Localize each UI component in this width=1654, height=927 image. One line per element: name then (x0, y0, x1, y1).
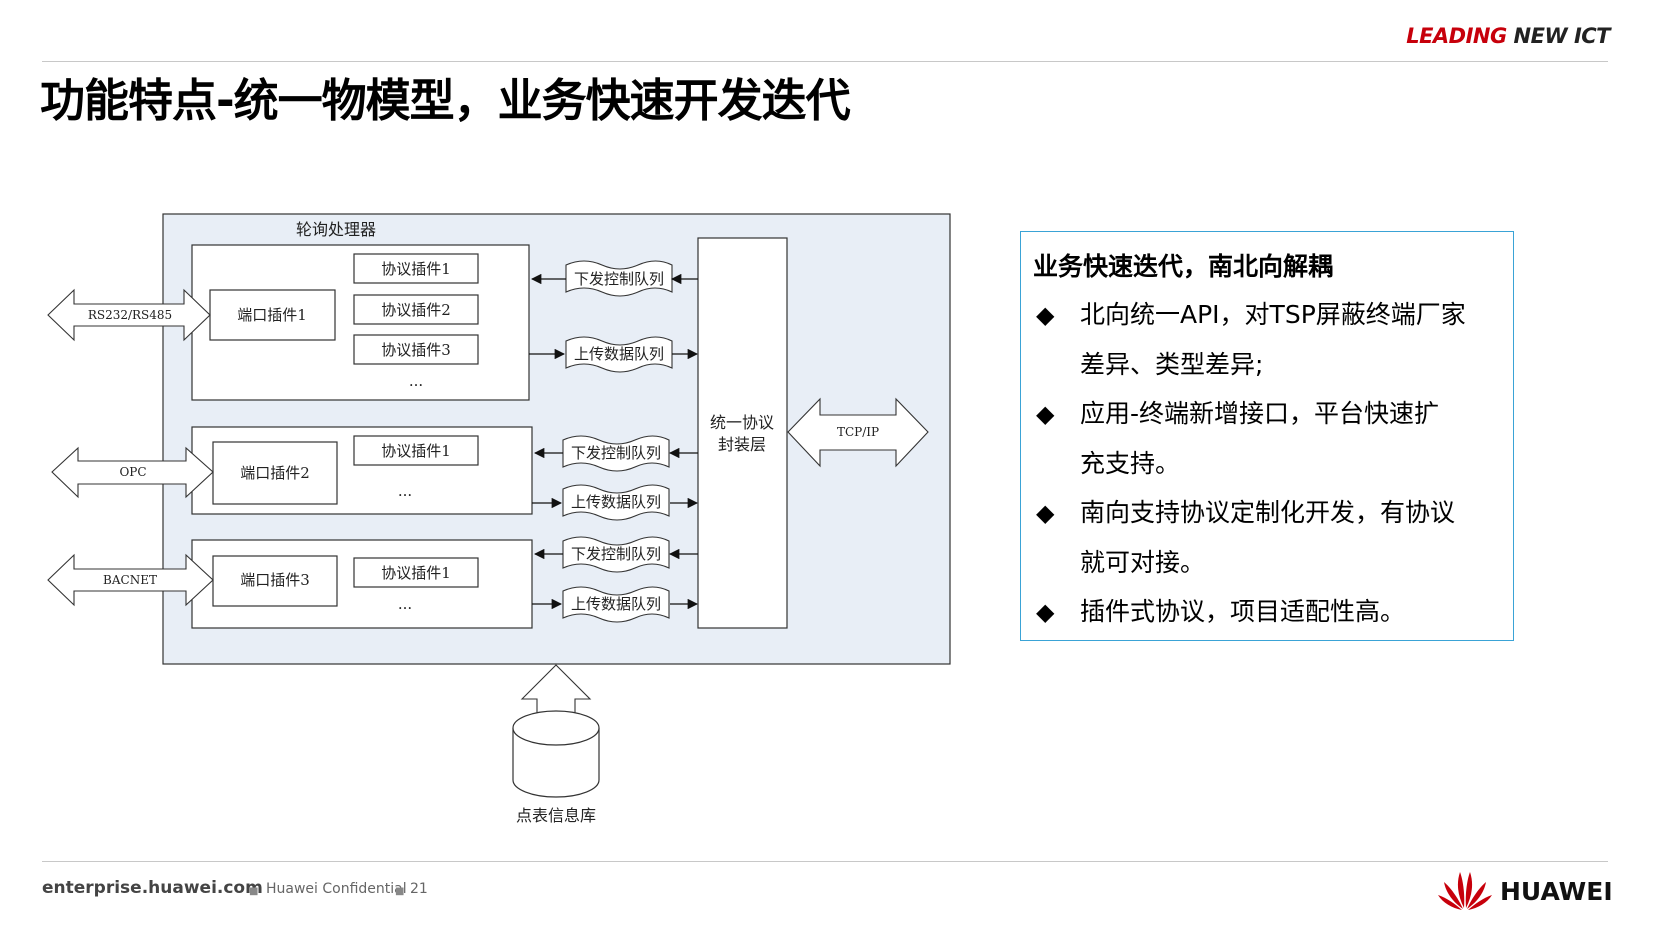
database-up-arrow (520, 664, 592, 719)
protocol-plugin-label-1-1: 协议插件1 (381, 260, 451, 278)
feature-item-1-line2: 差异、类型差异; (1080, 350, 1264, 379)
interface-label-2: OPC (119, 465, 146, 479)
protocol-plugin-ellipsis-2: ... (398, 482, 412, 500)
queue-down-label-2: 下发控制队列 (571, 444, 661, 462)
footer-site: enterprise.huawei.com (42, 878, 263, 898)
feature-item-1-line1: 北向统一API，对TSP屏蔽终端厂家 (1080, 300, 1466, 329)
tagline-leading: LEADING (1406, 24, 1507, 48)
queue-up-2: 上传数据队列 (562, 484, 670, 521)
bullet-icon-3: ◆ (1036, 499, 1055, 527)
header-divider (42, 61, 1608, 62)
queue-up-label-1: 上传数据队列 (574, 345, 664, 363)
protocol-layer-label-line2: 封装层 (718, 435, 766, 454)
queue-up-label-3: 上传数据队列 (571, 595, 661, 613)
port-plugin-label-1: 端口插件1 (237, 306, 307, 324)
bullet-icon-4: ◆ (1036, 598, 1055, 626)
leading-new-ict-tagline: LEADING NEW ICT (1300, 24, 1610, 48)
tcpip-arrow: TCP/IP (787, 397, 929, 468)
protocol-layer-label-line1: 统一协议 (710, 413, 774, 432)
queue-up-3: 上传数据队列 (562, 586, 670, 623)
port-plugin-box-2 (212, 441, 338, 505)
queue-down-label-1: 下发控制队列 (574, 270, 664, 288)
interface-arrow-2: OPC (51, 446, 214, 499)
feature-item-2-line1: 应用-终端新增接口，平台快速扩 (1080, 399, 1440, 428)
queue-up-label-2: 上传数据队列 (571, 493, 661, 511)
feature-box (1020, 231, 1514, 641)
feature-item-4-line1: 插件式协议，项目适配性高。 (1080, 597, 1406, 626)
protocol-plugin-label-3-1: 协议插件1 (381, 564, 451, 582)
port-plugin-box-1 (209, 289, 336, 341)
feature-item-3-line2: 就可对接。 (1080, 548, 1206, 577)
protocol-plugin-label-2-1: 协议插件1 (381, 442, 451, 460)
queue-up-1: 上传数据队列 (565, 336, 673, 373)
footer-confidential: Huawei Confidential (266, 881, 407, 897)
database-icon (512, 710, 600, 798)
tagline-new-ict: NEW ICT (1513, 24, 1611, 48)
bullet-icon-2: ◆ (1036, 400, 1055, 428)
protocol-plugin-label-1-3: 协议插件3 (381, 341, 451, 359)
queue-down-1: 下发控制队列 (565, 260, 673, 297)
protocol-plugin-label-1-2: 协议插件2 (381, 301, 451, 319)
brand-name: HUAWEI (1500, 877, 1613, 906)
feature-heading: 业务快速迭代，南北向解耦 (1033, 252, 1334, 281)
port-plugin-label-3: 端口插件3 (240, 571, 310, 589)
protocol-plugin-box-1-1 (353, 253, 479, 284)
feature-item-2-line2: 充支持。 (1080, 449, 1181, 478)
footer-divider (42, 861, 1608, 862)
interface-arrow-3: BACNET (47, 553, 214, 607)
protocol-encapsulation-layer-box (697, 237, 788, 629)
queue-down-3: 下发控制队列 (562, 536, 670, 573)
huawei-flower-logo-icon (1438, 872, 1492, 910)
database-label: 点表信息库 (516, 806, 596, 825)
interface-arrow-1: RS232/RS485 (47, 288, 211, 342)
tcpip-label: TCP/IP (837, 425, 879, 439)
protocol-plugin-box-1-2 (353, 294, 479, 325)
architecture-diagram: 轮询处理器 端口插件1 端口插件2 端口插件3 协议插件1 协议插件2 协议插件… (47, 213, 951, 825)
queue-down-label-3: 下发控制队列 (571, 545, 661, 563)
polling-processor-label: 轮询处理器 (296, 220, 376, 239)
protocol-plugin-box-2-1 (353, 435, 479, 466)
footer-separator-1: ■ (249, 886, 259, 897)
port-plugin-box-3 (212, 555, 338, 607)
interface-label-1: RS232/RS485 (88, 308, 172, 322)
protocol-plugin-ellipsis-1: ... (409, 372, 423, 390)
port-plugin-label-2: 端口插件2 (240, 464, 310, 482)
interface-label-3: BACNET (103, 573, 157, 587)
footer-separator-2: ■ (395, 886, 405, 897)
feature-item-3-line1: 南向支持协议定制化开发，有协议 (1080, 498, 1456, 527)
page-number: 21 (410, 881, 428, 897)
protocol-plugin-box-1-3 (353, 334, 479, 365)
queue-down-2: 下发控制队列 (562, 435, 670, 472)
protocol-plugin-box-3-1 (353, 557, 479, 588)
bullet-icon-1: ◆ (1036, 301, 1055, 329)
protocol-plugin-ellipsis-3: ... (398, 595, 412, 613)
page-title: 功能特点-统一物模型，业务快速开发迭代 (40, 74, 851, 127)
